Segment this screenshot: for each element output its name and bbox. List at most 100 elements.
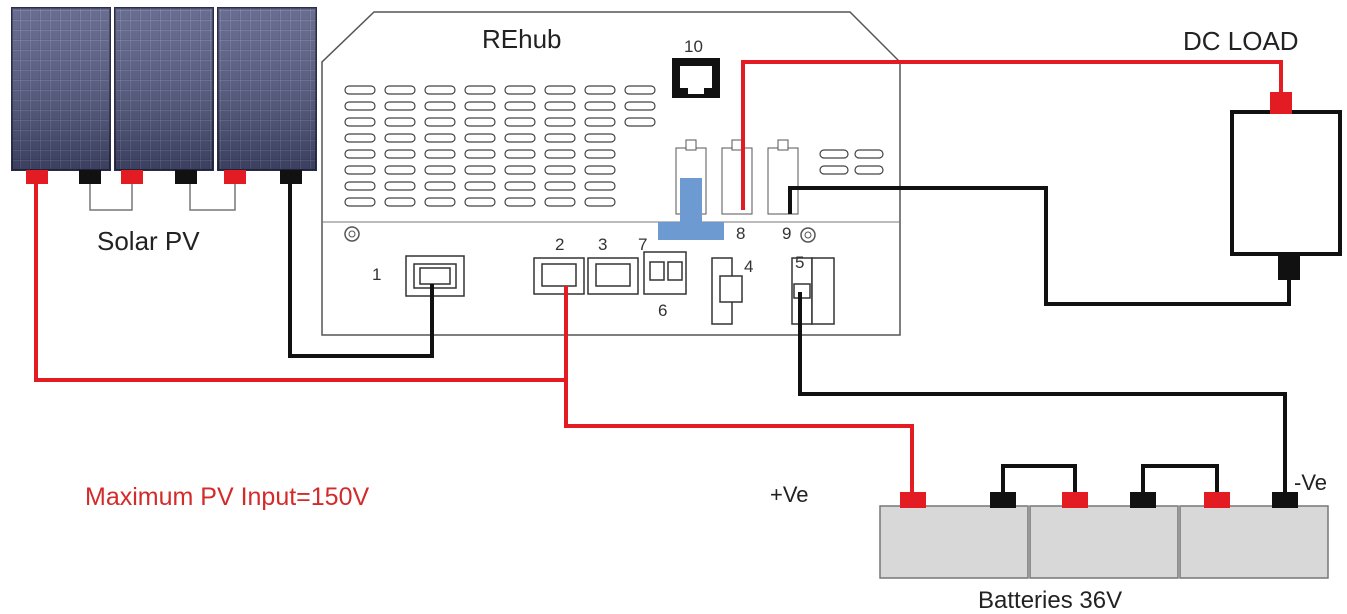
solar-panel-2	[114, 7, 214, 171]
panel-1-negative-terminal	[79, 170, 101, 184]
battery-1-negative-terminal	[990, 492, 1016, 508]
port-9-label: 9	[782, 224, 791, 243]
battery-2	[1029, 505, 1179, 579]
wiring	[34, 60, 1291, 492]
port-4-label: 4	[744, 257, 753, 276]
port-10-rj45	[672, 58, 720, 98]
battery-link-1	[1001, 464, 1077, 492]
load-negative-wire	[788, 186, 1291, 306]
vent-slot	[584, 85, 616, 95]
vent-slot	[464, 197, 496, 207]
battery-2-positive-terminal	[1062, 492, 1088, 508]
vent-slot	[504, 101, 536, 111]
port-7-label: 7	[638, 235, 647, 254]
rehub-controller: REhub 10	[321, 11, 901, 336]
vent-slot	[624, 85, 656, 95]
dc-load: DC LOAD	[1183, 26, 1342, 280]
port-1-label: 1	[372, 265, 381, 284]
vent-slot	[384, 85, 416, 95]
vent-slot	[584, 117, 616, 127]
vent-slot	[384, 181, 416, 191]
panel-jumper-1	[89, 184, 133, 211]
vent-slot	[544, 133, 576, 143]
vent-slot	[584, 181, 616, 191]
port-2-connector	[533, 257, 585, 295]
vent-slot	[424, 117, 456, 127]
port-6-7-connector	[643, 251, 687, 295]
port-5-connector	[791, 257, 835, 325]
vent-grille	[344, 85, 884, 207]
rehub-title: REhub	[482, 24, 562, 54]
vent-slot	[504, 165, 536, 175]
vent-slot	[424, 101, 456, 111]
battery-3-positive-terminal	[1204, 492, 1230, 508]
battery-link-2	[1141, 464, 1219, 492]
vent-slot	[504, 117, 536, 127]
vent-slot	[464, 149, 496, 159]
vent-slot	[584, 197, 616, 207]
solar-pv-label: Solar PV	[97, 226, 200, 256]
port-3-connector	[587, 257, 639, 295]
vent-slot	[624, 101, 656, 111]
vent-slot	[854, 149, 884, 159]
mounting-hole-left	[344, 226, 360, 242]
vent-slot	[504, 133, 536, 143]
vent-slot	[544, 181, 576, 191]
vent-slot	[584, 165, 616, 175]
battery-1	[879, 505, 1029, 579]
vent-slot	[544, 197, 576, 207]
battery-positive-label: +Ve	[770, 482, 809, 507]
port-8-label: 8	[736, 224, 745, 243]
vent-slot	[344, 133, 376, 143]
vent-slot	[344, 85, 376, 95]
vent-slot	[344, 101, 376, 111]
vent-slot	[819, 165, 849, 175]
pv-positive-wire	[34, 184, 566, 382]
vent-slot	[344, 149, 376, 159]
vent-slot	[464, 117, 496, 127]
vent-slot	[464, 165, 496, 175]
vent-slot	[584, 133, 616, 143]
vent-slot	[384, 117, 416, 127]
mounting-hole-right	[800, 227, 816, 243]
vent-slot	[424, 165, 456, 175]
solar-panel-1	[11, 7, 111, 171]
port-3-label: 3	[598, 235, 607, 254]
vent-slot	[544, 117, 576, 127]
panel-1-positive-terminal	[26, 170, 48, 184]
vent-slot	[464, 85, 496, 95]
vent-slot	[504, 85, 536, 95]
load-terminal-highlight	[680, 178, 702, 226]
vent-slot	[544, 101, 576, 111]
vent-slot	[624, 117, 656, 127]
port-2-label: 2	[555, 235, 564, 254]
pv-negative-wire	[288, 184, 434, 358]
vent-slot	[504, 181, 536, 191]
vent-slot	[344, 197, 376, 207]
port-1-connector	[405, 255, 465, 297]
vent-slot	[384, 197, 416, 207]
batteries-label: Batteries 36V	[978, 587, 1122, 614]
vent-slot	[544, 165, 576, 175]
dc-load-positive-terminal	[1270, 92, 1292, 114]
solar-panel-3	[217, 7, 317, 171]
vent-slot	[344, 165, 376, 175]
battery-3	[1179, 505, 1329, 579]
panel-3-negative-terminal	[280, 170, 302, 184]
vent-slot	[544, 149, 576, 159]
vent-slot	[504, 197, 536, 207]
battery-1-positive-terminal	[900, 492, 926, 508]
vent-slot	[504, 149, 536, 159]
solar-pv-array: Solar PV	[11, 7, 317, 256]
port-10-label: 10	[684, 37, 703, 56]
vent-slot	[384, 149, 416, 159]
vent-slot	[424, 149, 456, 159]
battery-bank: Batteries 36V +Ve -Ve	[770, 470, 1329, 614]
panel-2-negative-terminal	[175, 170, 197, 184]
dc-load-negative-terminal	[1278, 254, 1300, 280]
vent-slot	[384, 133, 416, 143]
vent-slot	[384, 101, 416, 111]
vent-slot	[424, 181, 456, 191]
battery-negative-wire	[798, 292, 1287, 492]
